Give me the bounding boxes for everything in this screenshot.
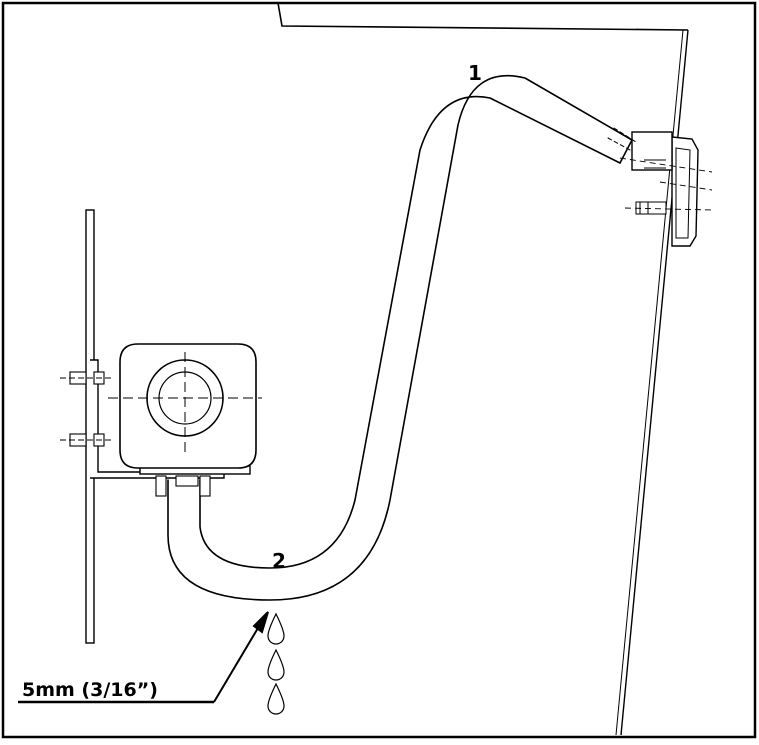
conduit-arm	[167, 74, 637, 601]
camera-housing	[108, 343, 262, 469]
gap-dimension-label: 5mm (3/16”)	[22, 679, 158, 701]
water-drop-icon	[267, 612, 285, 645]
water-drops	[267, 612, 285, 715]
dimension-leader	[18, 611, 269, 704]
mounting-bolts	[60, 371, 211, 497]
arrowhead-icon	[252, 611, 269, 634]
water-drop-icon	[267, 648, 285, 681]
water-drop-icon	[267, 682, 285, 715]
callout-1-label: 1	[468, 61, 482, 85]
callout-2-label: 2	[272, 549, 286, 573]
upper-wall-bracket	[619, 131, 713, 247]
right-wall	[277, 2, 689, 736]
